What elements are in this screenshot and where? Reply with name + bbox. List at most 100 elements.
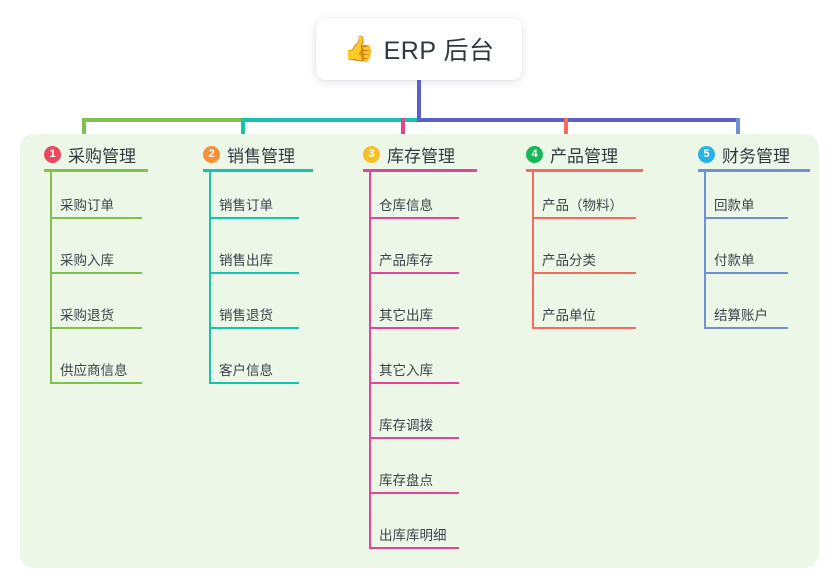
leaf-item[interactable]: 供应商信息 <box>50 337 142 384</box>
number-badge-2: 2 <box>203 146 220 163</box>
leaf-item-label: 采购退货 <box>60 308 114 323</box>
leaf-item-label: 客户信息 <box>219 363 273 378</box>
leaf-item[interactable]: 仓库信息 <box>369 172 459 219</box>
leaf-item-rule <box>50 327 142 329</box>
column-title: 库存管理 <box>387 147 455 166</box>
leaf-item-rule <box>369 437 459 439</box>
bus-segment-3 <box>417 118 740 122</box>
leaf-item[interactable]: 结算账户 <box>704 282 788 329</box>
leaf-item-label: 结算账户 <box>714 308 768 323</box>
bus-segment-2 <box>241 118 417 122</box>
leaf-item-rule <box>704 272 788 274</box>
leaf-item-label: 付款单 <box>714 253 755 268</box>
leaf-item-rule <box>50 217 142 219</box>
leaf-item[interactable]: 库存调拨 <box>369 392 459 439</box>
leaf-item[interactable]: 回款单 <box>704 172 788 219</box>
leaf-item[interactable]: 其它出库 <box>369 282 459 329</box>
root-title: ERP 后台 <box>383 37 495 65</box>
leaf-item-rule <box>369 327 459 329</box>
leaf-item[interactable]: 销售订单 <box>209 172 299 219</box>
leaf-item-label: 产品库存 <box>379 253 433 268</box>
column-spine <box>369 172 371 549</box>
column-spine <box>704 172 706 329</box>
column-header-1[interactable]: 1 采购管理 <box>44 142 136 167</box>
leaf-item-rule <box>369 492 459 494</box>
leaf-item-rule <box>50 382 142 384</box>
leaf-item[interactable]: 客户信息 <box>209 337 299 384</box>
leaf-item-label: 回款单 <box>714 198 755 213</box>
leaf-item-rule <box>209 382 299 384</box>
column-spine <box>532 172 534 329</box>
thumbs-up-emoji: 👍 <box>343 34 375 63</box>
drop-col-4 <box>564 118 568 146</box>
drop-col-2 <box>241 118 245 146</box>
leaf-item[interactable]: 其它入库 <box>369 337 459 384</box>
leaf-item-label: 采购订单 <box>60 198 114 213</box>
leaf-item-label: 出库库明细 <box>379 528 447 543</box>
leaf-item-rule <box>532 217 636 219</box>
leaf-item[interactable]: 产品（物料） <box>532 172 636 219</box>
number-badge-1: 1 <box>44 146 61 163</box>
leaf-item-rule <box>50 272 142 274</box>
drop-col-3 <box>401 118 405 146</box>
leaf-item-rule <box>209 327 299 329</box>
leaf-item-label: 库存调拨 <box>379 418 433 433</box>
leaf-item-rule <box>369 547 459 549</box>
leaf-item-label: 产品单位 <box>542 308 596 323</box>
leaf-item-label: 供应商信息 <box>60 363 128 378</box>
column-header-3[interactable]: 3 库存管理 <box>363 142 455 167</box>
leaf-item[interactable]: 采购入库 <box>50 227 142 274</box>
column-title: 产品管理 <box>550 147 618 166</box>
leaf-item-label: 销售退货 <box>219 308 273 323</box>
leaf-item[interactable]: 付款单 <box>704 227 788 274</box>
leaf-item-label: 销售出库 <box>219 253 273 268</box>
column-title: 财务管理 <box>722 147 790 166</box>
leaf-item[interactable]: 出库库明细 <box>369 502 459 549</box>
leaf-item-rule <box>209 217 299 219</box>
leaf-item-rule <box>209 272 299 274</box>
leaf-item[interactable]: 产品库存 <box>369 227 459 274</box>
diagram-panel <box>20 134 819 568</box>
leaf-item[interactable]: 销售退货 <box>209 282 299 329</box>
bus-segment-1 <box>82 118 241 122</box>
root-stem <box>417 80 421 122</box>
column-header-rule <box>203 169 313 172</box>
number-badge-5: 5 <box>698 146 715 163</box>
root-node[interactable]: 👍 ERP 后台 <box>316 18 522 80</box>
leaf-item[interactable]: 采购订单 <box>50 172 142 219</box>
leaf-item-rule <box>369 382 459 384</box>
leaf-item-label: 其它出库 <box>379 308 433 323</box>
number-badge-4: 4 <box>526 146 543 163</box>
leaf-item-rule <box>369 272 459 274</box>
number-badge-3: 3 <box>363 146 380 163</box>
column-header-rule <box>698 169 810 172</box>
leaf-item[interactable]: 产品单位 <box>532 282 636 329</box>
leaf-item-rule <box>704 327 788 329</box>
drop-col-5 <box>736 118 740 146</box>
column-header-rule <box>526 169 643 172</box>
leaf-item-rule <box>704 217 788 219</box>
leaf-item[interactable]: 产品分类 <box>532 227 636 274</box>
drop-col-1 <box>82 118 86 146</box>
leaf-item-rule <box>532 327 636 329</box>
leaf-item-rule <box>532 272 636 274</box>
leaf-item-label: 销售订单 <box>219 198 273 213</box>
leaf-item-label: 产品（物料） <box>542 198 623 213</box>
column-header-rule <box>44 169 148 172</box>
column-header-2[interactable]: 2 销售管理 <box>203 142 295 167</box>
column-header-4[interactable]: 4 产品管理 <box>526 142 618 167</box>
leaf-item-label: 采购入库 <box>60 253 114 268</box>
leaf-item-label: 仓库信息 <box>379 198 433 213</box>
column-title: 采购管理 <box>68 147 136 166</box>
column-spine <box>50 172 52 384</box>
leaf-item-label: 其它入库 <box>379 363 433 378</box>
column-title: 销售管理 <box>227 147 295 166</box>
leaf-item[interactable]: 库存盘点 <box>369 447 459 494</box>
column-spine <box>209 172 211 384</box>
leaf-item-label: 库存盘点 <box>379 473 433 488</box>
leaf-item-rule <box>369 217 459 219</box>
leaf-item-label: 产品分类 <box>542 253 596 268</box>
leaf-item[interactable]: 采购退货 <box>50 282 142 329</box>
leaf-item[interactable]: 销售出库 <box>209 227 299 274</box>
column-header-5[interactable]: 5 财务管理 <box>698 142 790 167</box>
